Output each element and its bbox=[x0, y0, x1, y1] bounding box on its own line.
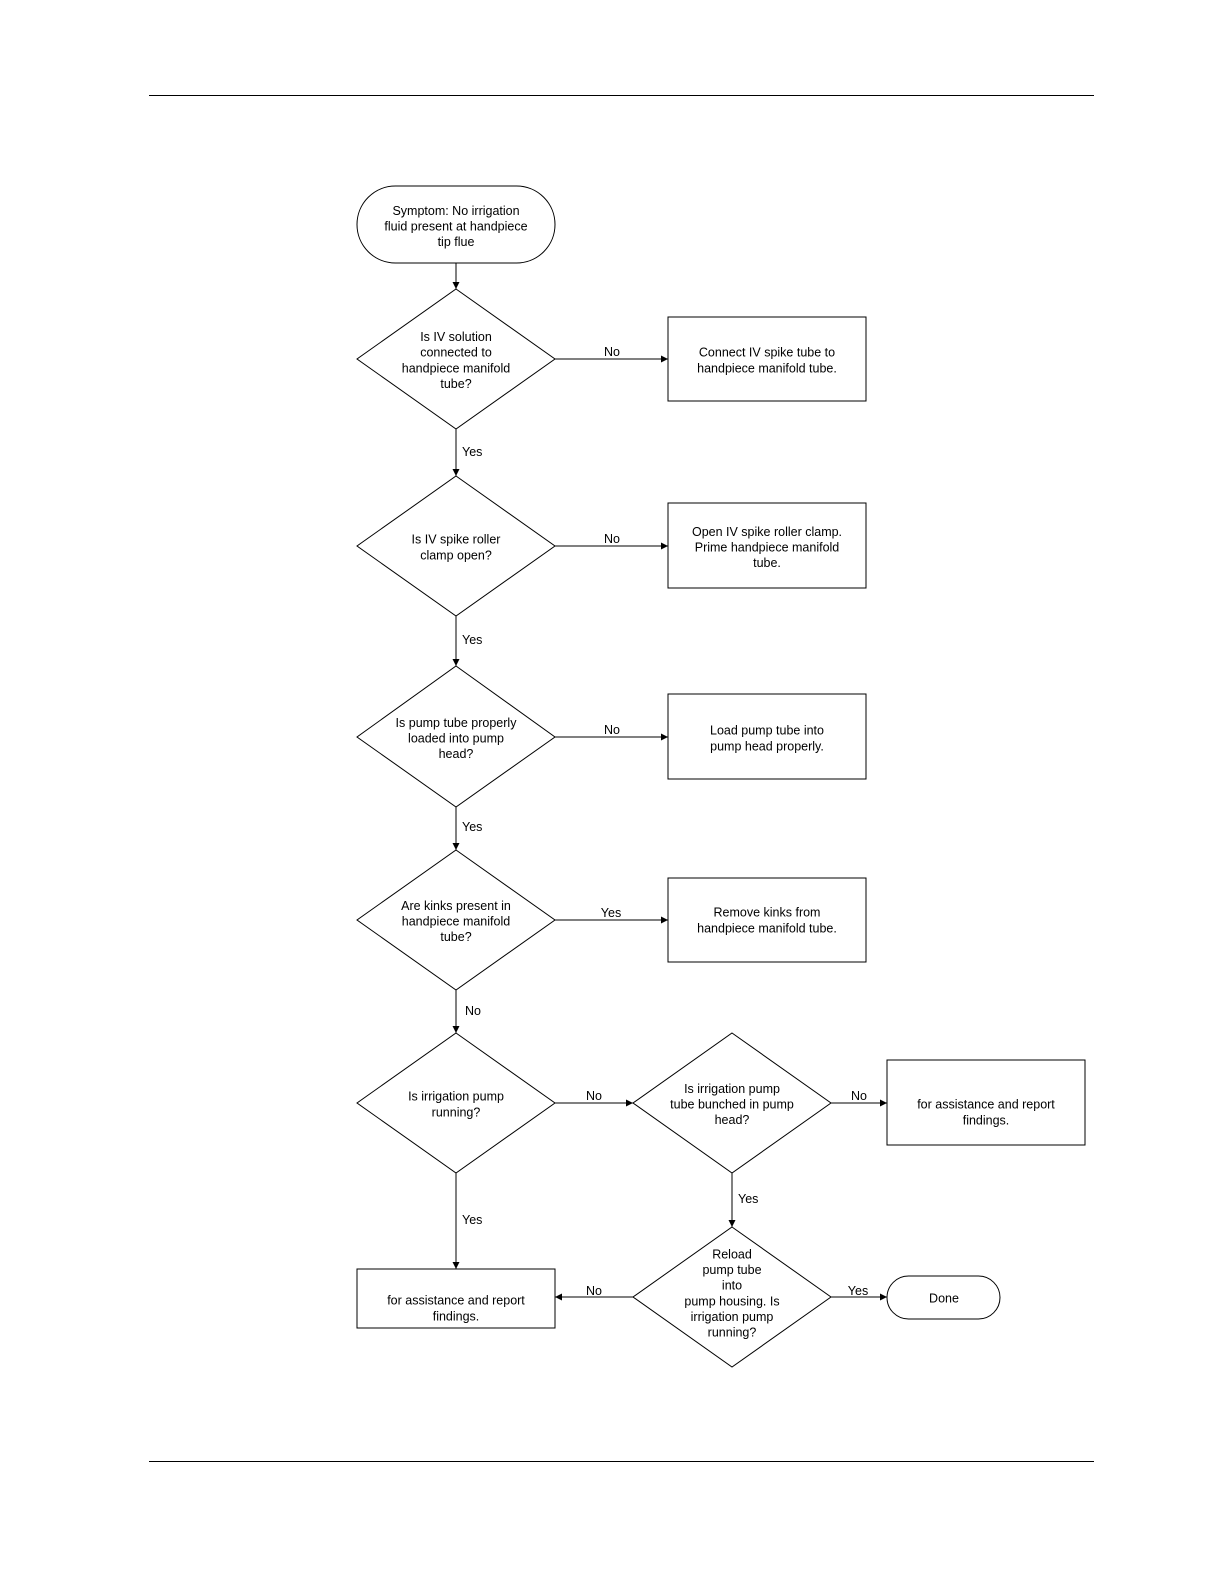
node-label-line: Load pump tube into bbox=[710, 724, 824, 738]
node-label-line: Connect IV spike tube to bbox=[699, 346, 835, 360]
edge-label-q1-no: No bbox=[604, 345, 620, 359]
footer-rule bbox=[149, 1461, 1094, 1462]
node-label-line: running? bbox=[708, 1326, 757, 1340]
node-label-line: findings. bbox=[963, 1113, 1010, 1127]
node-label-line: clamp open? bbox=[420, 548, 492, 562]
edge-labels: No Yes No Yes No Yes Yes No No No Yes Ye… bbox=[462, 345, 868, 1298]
node-label-line: tube. bbox=[753, 556, 781, 570]
node-label-line: Is irrigation pump bbox=[684, 1082, 780, 1096]
edge-label-q4-no: No bbox=[465, 1004, 481, 1018]
node-start-symptom: Symptom: No irrigation fluid present at h… bbox=[356, 185, 556, 264]
node-label-line: Are kinks present in bbox=[401, 899, 511, 913]
node-label-line: pump tube bbox=[702, 1263, 761, 1277]
node-decision-tube-bunched: Is irrigation pump tube bunched in pumphe… bbox=[632, 1032, 832, 1174]
node-label-line: Reload bbox=[712, 1248, 752, 1262]
node-label-line: tube bunched in pump bbox=[670, 1098, 794, 1112]
node-label-line: handpiece manifold bbox=[402, 915, 510, 929]
node-label-line: loaded into pump bbox=[408, 732, 504, 746]
edge-label-q6-no: No bbox=[851, 1089, 867, 1103]
edge-label-q3-yes: Yes bbox=[462, 820, 482, 834]
edge-label-q5-no: No bbox=[586, 1089, 602, 1103]
node-label-line: handpiece manifold tube. bbox=[697, 361, 837, 375]
node-label-line: connected to bbox=[420, 346, 492, 360]
node-label-line: into bbox=[722, 1279, 742, 1293]
node-decision-pump-loaded: Is pump tube properly loaded into pumphea… bbox=[356, 665, 556, 808]
node-label-line: Is irrigation pump bbox=[408, 1090, 504, 1104]
edge-label-q5-yes: Yes bbox=[462, 1213, 482, 1227]
node-label-line: Done bbox=[929, 1292, 959, 1306]
edge-label-q1-yes: Yes bbox=[462, 445, 482, 459]
node-label-line: for assistance and report bbox=[917, 1098, 1055, 1112]
node-label-line: handpiece manifold tube. bbox=[697, 921, 837, 935]
node-label-line: fluid present at handpiece bbox=[384, 220, 527, 234]
node-label-line: running? bbox=[432, 1105, 481, 1119]
node-label-line: findings. bbox=[433, 1309, 480, 1323]
edge-label-q3-no: No bbox=[604, 723, 620, 737]
node-label-line: Prime handpiece manifold bbox=[695, 541, 840, 555]
node-label-line: tube? bbox=[440, 930, 471, 944]
node-label-line: pump housing. Is bbox=[684, 1294, 779, 1308]
node-label-line: Is IV solution bbox=[420, 330, 492, 344]
edge-label-q2-no: No bbox=[604, 532, 620, 546]
node-label-line: tube? bbox=[440, 377, 471, 391]
node-action-open-clamp: Open IV spike roller clamp. Prime handpie… bbox=[667, 502, 867, 589]
node-label-line: Remove kinks from bbox=[714, 906, 821, 920]
edge-label-q6-yes: Yes bbox=[738, 1192, 758, 1206]
edges bbox=[452, 263, 887, 1301]
node-decision-kinks: Are kinks present in handpiece manifoldtu… bbox=[356, 849, 556, 991]
edge-label-q4-yes: Yes bbox=[601, 906, 621, 920]
node-label-line: Symptom: No irrigation bbox=[392, 204, 519, 218]
node-label-line: pump head properly. bbox=[710, 739, 824, 753]
node-label-line: Is pump tube properly bbox=[396, 716, 518, 730]
node-terminal-done: Done bbox=[886, 1275, 1001, 1320]
node-label-line: head? bbox=[439, 747, 474, 761]
node-label-line: Open IV spike roller clamp. bbox=[692, 525, 842, 539]
header-rule bbox=[149, 95, 1094, 96]
node-label-line: tip flue bbox=[438, 235, 475, 249]
edge-label-q7-yes: Yes bbox=[848, 1284, 868, 1298]
edge-label-q2-yes: Yes bbox=[462, 633, 482, 647]
node-label-line: for assistance and report bbox=[387, 1294, 525, 1308]
node-label-line: Is IV spike roller bbox=[412, 533, 501, 547]
node-label-line: irrigation pump bbox=[691, 1310, 774, 1324]
node-label-line: head? bbox=[715, 1113, 750, 1127]
node-label-line: handpiece manifold bbox=[402, 361, 510, 375]
edge-label-q7-no: No bbox=[586, 1284, 602, 1298]
